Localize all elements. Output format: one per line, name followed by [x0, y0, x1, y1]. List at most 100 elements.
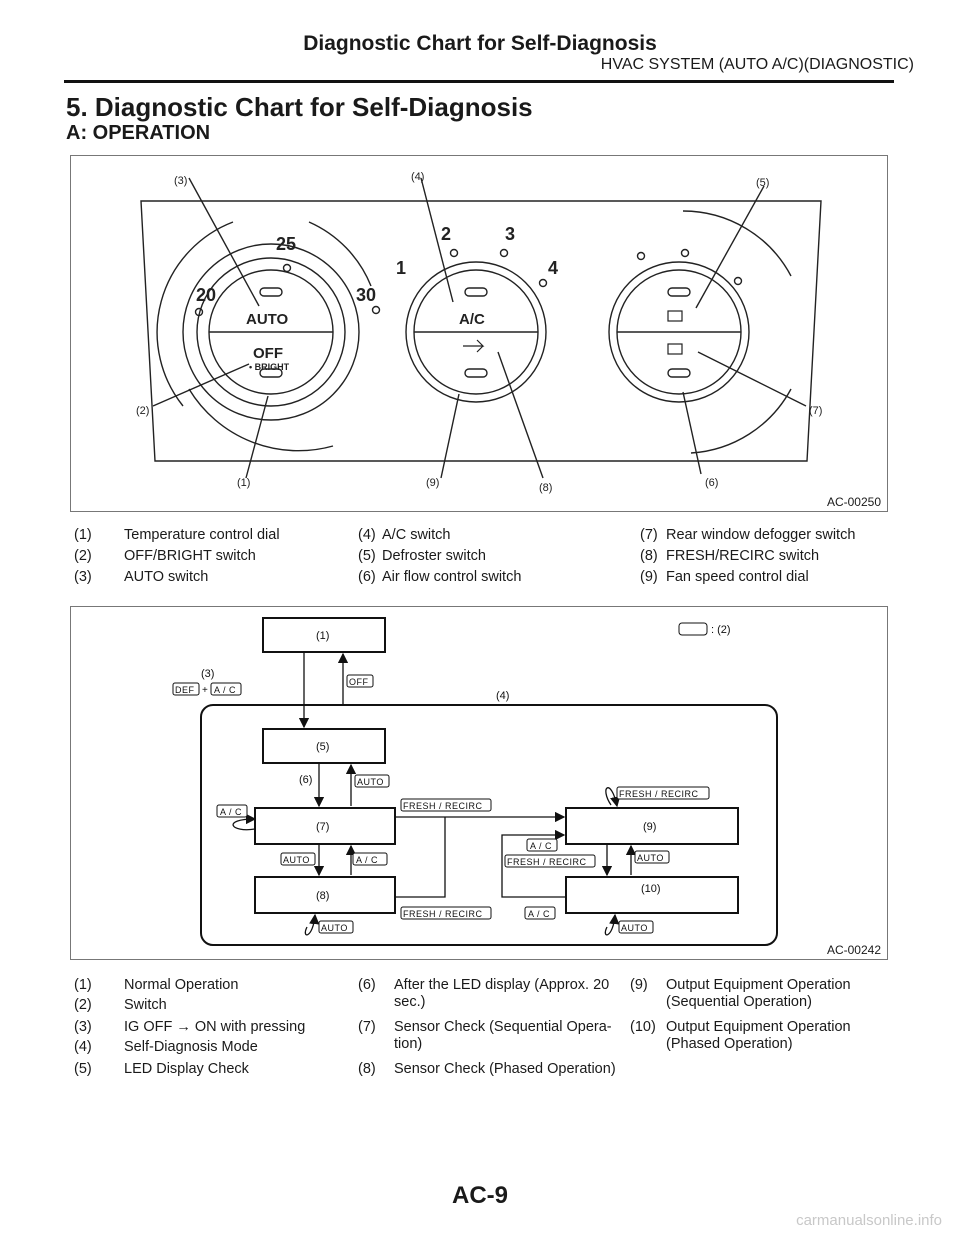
legend1-col2: (4)A/C switch (5)Defroster switch (6)Air…: [358, 526, 618, 586]
legend-text: Defroster switch: [382, 548, 486, 564]
fan-mark-2: 2: [441, 224, 451, 244]
ac-button-label: A/C: [459, 311, 485, 328]
legend2-col1: (1)Normal Operation (2)Switch (3)IG OFF …: [74, 976, 344, 1084]
flow-diagram: DEF + A / C OFF AUTO A / C FRESH / RECIR…: [172, 617, 778, 946]
legend2-col2: (6)After the LED display (Approx. 20 sec…: [358, 976, 628, 1084]
legend-text: (Phased Operation): [666, 1036, 793, 1052]
legend-text: Switch: [124, 997, 167, 1013]
plus-sign: +: [202, 685, 208, 696]
node-8: [254, 876, 396, 914]
legend-text: Rear window defogger switch: [666, 527, 856, 543]
self-diagnosis-flow-figure: DEF + A / C OFF AUTO A / C FRESH / RECIR…: [70, 606, 888, 960]
callout-9: (9): [426, 477, 439, 489]
switch-fresh-recirc: FRESH / RECIRC: [403, 909, 483, 919]
switch-ac: A / C: [528, 909, 550, 919]
legend-num: (7): [640, 527, 658, 543]
label-4: (4): [496, 690, 509, 702]
switch-ac: A / C: [220, 807, 242, 817]
node-9: [565, 807, 739, 845]
legend-text: Sensor Check (Phased Operation): [394, 1061, 616, 1077]
control-panel-drawing: 20 25 30 1 2 3 4 AUTO OFF • BRIGHT A/C (…: [136, 171, 822, 494]
legend-text: Fan speed control dial: [666, 569, 809, 585]
defroster-icon: [667, 310, 683, 322]
off-button-label: OFF: [253, 345, 283, 362]
callout-1: (1): [237, 477, 250, 489]
switch-auto: AUTO: [637, 853, 664, 863]
legend-num: (2): [74, 548, 92, 564]
legend-text: AUTO switch: [124, 569, 209, 585]
rear-defogger-icon: [667, 343, 683, 355]
subsection-title: A: OPERATION: [66, 122, 211, 144]
legend-text: After the LED display (Approx. 20: [394, 977, 610, 993]
callout-6: (6): [705, 477, 718, 489]
legend-text: Sensor Check (Sequential Opera-: [394, 1019, 612, 1035]
switch-fresh-recirc: FRESH / RECIRC: [507, 857, 587, 867]
fresh-recirc-icon: [463, 339, 485, 353]
fan-mark-3: 3: [505, 224, 515, 244]
switch-ac: A / C: [214, 685, 236, 695]
header-rule: [64, 80, 894, 83]
temp-mark-20: 20: [196, 285, 216, 305]
legend-num: (9): [640, 569, 658, 585]
page-number: AC-9: [451, 1182, 508, 1209]
legend-num: (3): [74, 1019, 92, 1035]
legend-num: (6): [358, 569, 376, 585]
legend-num: (9): [630, 977, 648, 993]
callout-2: (2): [136, 405, 149, 417]
switch-auto: AUTO: [283, 855, 310, 865]
legend-text: Temperature control dial: [124, 527, 280, 543]
legend-num: (5): [358, 548, 376, 564]
legend-num: (3): [74, 569, 92, 585]
page-header-subtitle: HVAC SYSTEM (AUTO A/C)(DIAGNOSTIC): [600, 56, 914, 73]
fan-mark-1: 1: [396, 258, 406, 278]
self-diagnosis-region: [200, 704, 778, 946]
switch-auto: AUTO: [321, 923, 348, 933]
panel-outline: [140, 200, 822, 462]
temp-mark-30: 30: [356, 285, 376, 305]
legend-text: Output Equipment Operation: [666, 977, 851, 993]
control-panel-figure: 20 25 30 1 2 3 4 AUTO OFF • BRIGHT A/C (…: [70, 155, 888, 512]
legend-text: Output Equipment Operation: [666, 1019, 851, 1035]
auto-button-label: AUTO: [246, 311, 289, 328]
switch-fresh-recirc: FRESH / RECIRC: [403, 801, 483, 811]
legend-num: (8): [358, 1061, 376, 1077]
node-1: [262, 617, 386, 653]
label-3: (3): [201, 668, 214, 680]
label-6: (6): [299, 774, 312, 786]
legend-text: Air flow control switch: [382, 569, 522, 585]
node-5: [262, 728, 386, 764]
switch-auto: AUTO: [621, 923, 648, 933]
legend1-col3: (7) Rear window defogger switch (8) FRESH/…: [640, 526, 900, 586]
legend-num: (1): [74, 527, 92, 543]
switch-def: DEF: [175, 685, 195, 695]
bright-label: • BRIGHT: [249, 362, 290, 372]
legend-text: tion): [394, 1036, 423, 1052]
node-label-7: (7): [316, 821, 329, 833]
switch-legend-label: : (2): [711, 624, 731, 636]
callout-5: (5): [756, 177, 769, 189]
legend-num: (7): [358, 1019, 376, 1035]
legend-num: (5): [74, 1061, 92, 1077]
node-label-1: (1): [316, 630, 329, 642]
node-label-5: (5): [316, 741, 329, 753]
legend-text: LED Display Check: [124, 1061, 249, 1077]
node-10: [565, 876, 739, 914]
legend-text: FRESH/RECIRC switch: [666, 548, 820, 564]
watermark: carmanualsonline.info: [796, 1212, 942, 1229]
legend-num: (8): [640, 548, 658, 564]
callout-7: (7): [809, 405, 822, 417]
node-label-8: (8): [316, 890, 329, 902]
node-label-10: (10): [641, 883, 661, 895]
legend-num: (10): [630, 1019, 656, 1035]
legend-text: (Sequential Operation): [666, 994, 812, 1010]
legend1-col1: (1)Temperature control dial (2)OFF/BRIGH…: [74, 526, 344, 586]
figure-id: AC-00250: [826, 495, 881, 509]
legend-text: A/C switch: [382, 527, 451, 543]
legend-num: (1): [74, 977, 92, 993]
callout-8: (8): [539, 482, 552, 494]
switch-legend-box: [678, 622, 708, 636]
legend-num: (6): [358, 977, 376, 993]
switch-fresh-recirc: FRESH / RECIRC: [619, 789, 699, 799]
legend-text: IG OFF → ON with pressing: [124, 1019, 306, 1035]
switch-ac: A / C: [356, 855, 378, 865]
